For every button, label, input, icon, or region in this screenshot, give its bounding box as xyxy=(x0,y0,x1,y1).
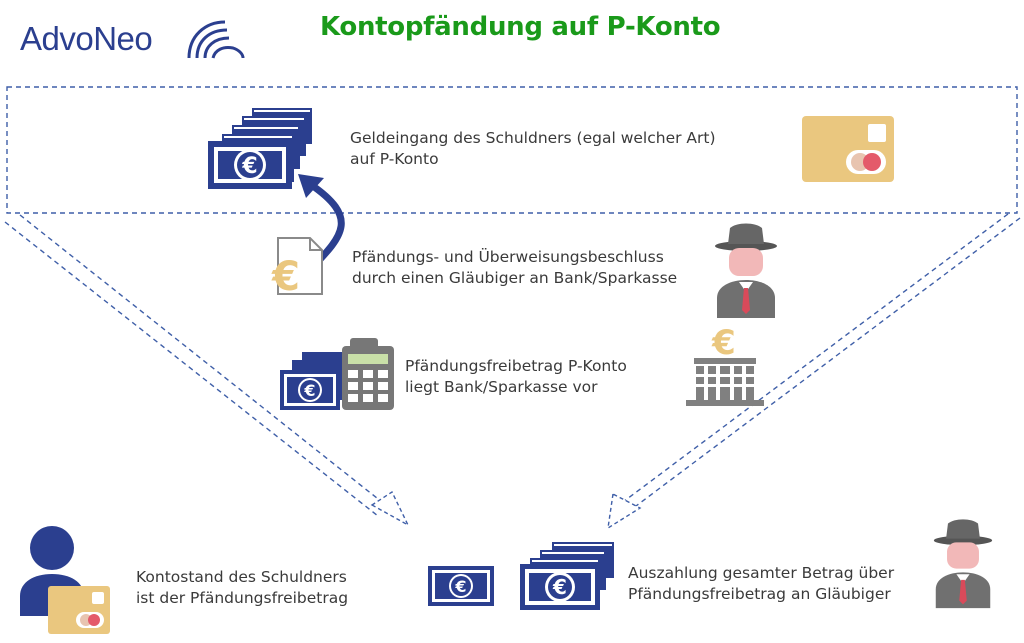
svg-text:€: € xyxy=(552,575,567,599)
euro-bank-building-icon: € xyxy=(686,326,764,406)
svg-text:€: € xyxy=(711,326,736,363)
banknotes-stack-icon: € xyxy=(208,108,312,189)
banknote-single-icon: € xyxy=(428,566,494,606)
allowance-line-1: Pfändungsfreibetrag P-Konto xyxy=(405,357,627,375)
calculator-money-icon: € xyxy=(280,338,394,410)
debtor-person-card-icon xyxy=(20,526,110,634)
svg-text:€: € xyxy=(454,577,466,596)
svg-text:€: € xyxy=(271,254,300,296)
right-flow-arrowhead xyxy=(607,492,642,530)
svg-text:€: € xyxy=(241,154,257,179)
income-line-1: Geldeingang des Schuldners (egal welcher… xyxy=(350,129,716,147)
svg-text:€: € xyxy=(303,381,315,400)
debtor-balance-line-1: Kontostand des Schuldners xyxy=(136,568,347,586)
income-line-2: auf P-Konto xyxy=(350,150,439,168)
page-title: Kontopfändung auf P-Konto xyxy=(320,12,721,42)
advoneo-logo-icon xyxy=(187,20,245,59)
euro-document-icon: € xyxy=(271,237,323,296)
banknotes-stack-small-icon: € xyxy=(520,542,614,610)
left-flow-arrowhead xyxy=(370,490,410,527)
garnishment-line-2: durch einen Gläubiger an Bank/Sparkasse xyxy=(352,269,678,287)
payout-line-1: Auszahlung gesamter Betrag über xyxy=(628,564,895,582)
logo-text: AdvoNeo xyxy=(20,20,153,57)
allowance-line-2: liegt Bank/Sparkasse vor xyxy=(405,378,598,396)
creditor-person-icon xyxy=(715,223,777,318)
garnishment-line-1: Pfändungs- und Überweisungsbeschluss xyxy=(352,248,664,266)
bank-card-icon xyxy=(802,116,894,182)
creditor-person-icon-2 xyxy=(933,519,993,609)
debtor-balance-line-2: ist der Pfändungsfreibetrag xyxy=(136,589,349,607)
payout-line-2: Pfändungsfreibetrag an Gläubiger xyxy=(628,585,891,603)
